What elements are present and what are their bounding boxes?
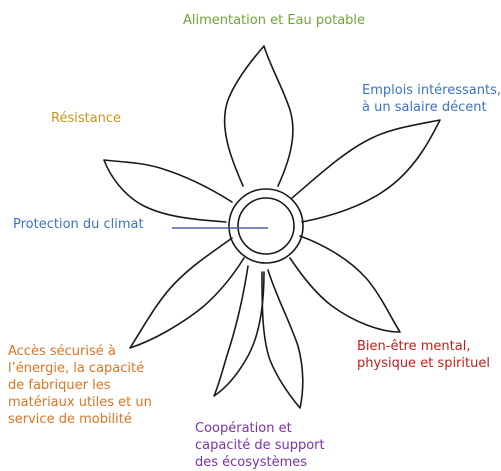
center-outer-ring [228, 188, 304, 264]
petal-top-right [291, 119, 441, 223]
label-line: Protection du climat [13, 217, 144, 232]
label-cooperation: Coopération et capacité de support des é… [195, 420, 325, 471]
label-climat: Protection du climat [13, 216, 144, 233]
label-line: à un salaire décent [362, 100, 487, 115]
petal-right [289, 235, 401, 333]
label-line: de fabriquer les [8, 378, 111, 393]
label-line: capacité de support [195, 438, 325, 453]
label-line: Bien-être mental, [357, 339, 471, 354]
label-line: service de mobilité [8, 412, 132, 427]
label-line: Alimentation et Eau potable [183, 13, 366, 28]
label-resistance: Résistance [51, 110, 121, 127]
label-emplois: Emplois intéressants, à un salaire décen… [362, 82, 501, 116]
label-line: Emplois intéressants, [362, 83, 501, 98]
label-line: des écosystèmes [195, 455, 308, 470]
petal-top-left [103, 159, 233, 223]
label-line: Accès sécurisé à [8, 344, 116, 359]
label-line: matériaux utiles et un [8, 395, 152, 410]
label-energie: Accès sécurisé à l’énergie, la capacité … [8, 343, 152, 428]
label-line: l’énergie, la capacité [8, 361, 145, 376]
label-alimentation: Alimentation et Eau potable [183, 12, 365, 29]
petal-bottom-left [213, 265, 265, 397]
petal-top [223, 45, 294, 187]
label-bien-etre: Bien-être mental, physique et spirituel [357, 338, 490, 372]
petal-bottom [261, 269, 304, 409]
label-line: Résistance [51, 111, 122, 126]
label-line: physique et spirituel [357, 356, 490, 371]
center-inner-ring [237, 197, 295, 255]
petal-left [129, 237, 245, 349]
label-line: Coopération et [195, 421, 292, 436]
